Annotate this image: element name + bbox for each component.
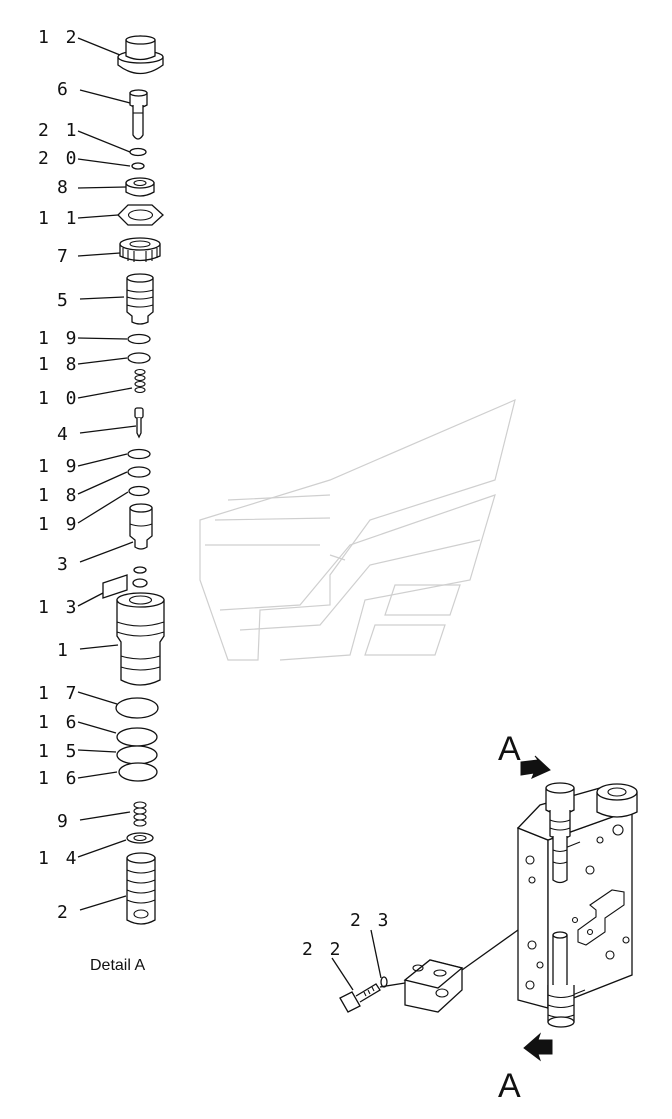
part-1-housing (116, 592, 165, 686)
view-arrow-bottom (523, 1032, 553, 1062)
callout-18-b: 1 8 (38, 485, 80, 506)
part-14-washer (126, 832, 154, 844)
callout-13: 1 3 (38, 597, 80, 618)
callout-1: 1 (57, 640, 71, 661)
callout-20: 2 0 (38, 148, 80, 169)
part-16-ring-a (116, 727, 158, 747)
callout-9: 9 (57, 811, 71, 832)
callout-10: 1 0 (38, 388, 80, 409)
view-marker-a-top: A (498, 730, 521, 768)
part-18-ring-a (127, 352, 151, 364)
part-15-ring (116, 745, 158, 765)
callout-17: 1 7 (38, 683, 80, 704)
part-3-spool (129, 503, 153, 550)
callout-5: 5 (57, 290, 71, 311)
part-19-ring-c (128, 485, 150, 497)
callout-19-b: 1 9 (38, 456, 80, 477)
part-13-washers (102, 566, 148, 599)
part-5-valve (126, 273, 154, 325)
callout-21: 2 1 (38, 120, 80, 141)
part-11-plate (117, 204, 164, 226)
view-marker-a-bottom: A (498, 1067, 521, 1105)
callout-22: 2 2 (302, 939, 344, 960)
callout-8: 8 (57, 177, 71, 198)
caption-detail-a: Detail A (90, 957, 145, 974)
part-8-nut (125, 177, 155, 197)
part-7-threaded-nut (119, 237, 161, 262)
part-19-ring-a (127, 333, 151, 345)
part-16-ring-b (118, 762, 158, 782)
callout-3: 3 (57, 554, 71, 575)
callout-4: 4 (57, 424, 71, 445)
callout-11: 1 1 (38, 208, 80, 229)
part-19-ring-b (127, 448, 151, 460)
part-10-spring (134, 368, 146, 394)
part-9-spring (133, 801, 147, 827)
part-18-ring-b (127, 466, 151, 478)
callout-2: 2 (57, 902, 71, 923)
valve-block-assembly (339, 782, 638, 1028)
callout-15: 1 5 (38, 741, 80, 762)
callout-6: 6 (57, 79, 71, 100)
leader-lines (77, 37, 382, 991)
callout-14: 1 4 (38, 848, 80, 869)
watermark-logo (199, 398, 516, 661)
callout-19-a: 1 9 (38, 328, 80, 349)
part-12-cap (117, 35, 164, 75)
callout-18-a: 1 8 (38, 354, 80, 375)
callout-12: 1 2 (38, 27, 80, 48)
callout-19-c: 1 9 (38, 514, 80, 535)
callout-23: 2 3 (350, 910, 392, 931)
part-17-o-ring (115, 697, 159, 719)
view-arrow-top (520, 755, 551, 779)
part-6-pin (129, 89, 148, 140)
callout-16-b: 1 6 (38, 768, 80, 789)
callout-16-a: 1 6 (38, 712, 80, 733)
part-20-ring (131, 162, 145, 170)
part-2-plug (126, 852, 156, 925)
part-21-ring (129, 147, 147, 157)
callout-7: 7 (57, 246, 71, 267)
part-4-poppet (134, 407, 144, 439)
